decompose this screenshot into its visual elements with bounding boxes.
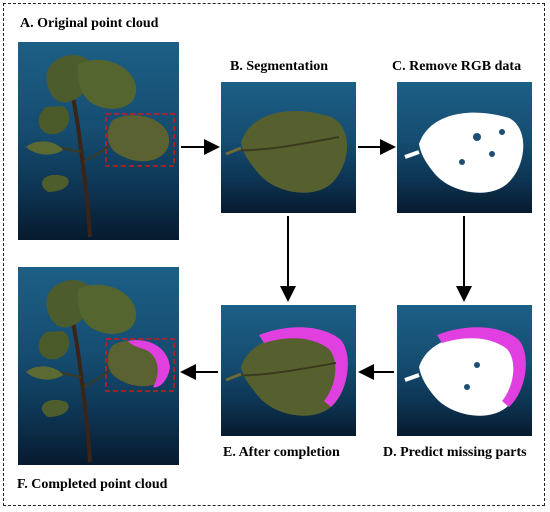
diagram-frame	[3, 3, 545, 506]
plant-point-cloud-image	[26, 55, 175, 238]
panel-original-point-cloud	[18, 42, 179, 240]
highlight-box	[105, 338, 175, 392]
completed-plant-image	[26, 280, 175, 463]
panel-remove-rgb	[397, 82, 532, 213]
predicted-leaf-image	[404, 327, 526, 416]
panel-completed-point-cloud	[18, 267, 179, 465]
label-remove-rgb: C. Remove RGB data	[392, 59, 522, 74]
panel-predict-missing	[397, 305, 532, 436]
highlight-box	[105, 113, 175, 167]
segmented-leaf-image	[225, 110, 347, 193]
label-completed-point-cloud: F. Completed point cloud	[17, 477, 168, 492]
white-leaf-image	[404, 112, 524, 193]
label-original-point-cloud: A. Original point cloud	[20, 16, 159, 31]
completed-leaf-image	[225, 327, 348, 416]
label-after-completion: E. After completion	[223, 445, 340, 460]
panel-after-completion	[221, 305, 356, 436]
label-predict-missing: D. Predict missing parts	[383, 445, 527, 460]
label-segmentation: B. Segmentation	[230, 59, 328, 74]
panel-segmentation	[221, 82, 356, 213]
